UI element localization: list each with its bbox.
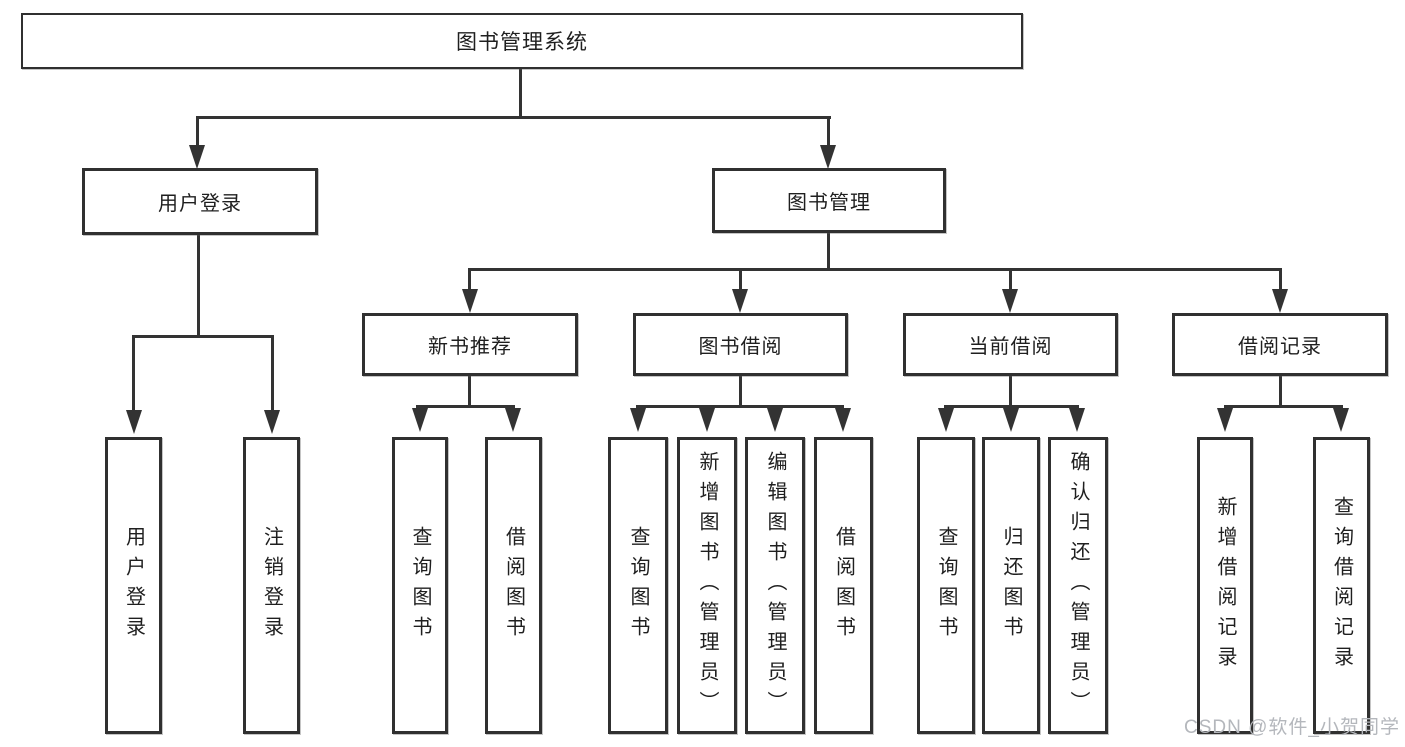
connector-line bbox=[1009, 268, 1012, 291]
node-current-borrow: 当前借阅 bbox=[903, 313, 1118, 376]
node-user-login: 用户登录 bbox=[82, 168, 318, 235]
leaf-label: 借阅图书 bbox=[502, 525, 525, 646]
arrowhead-down bbox=[412, 408, 428, 432]
leaf-add-book-admin: 新增图书（管理员） bbox=[677, 437, 737, 734]
connector-line bbox=[196, 116, 199, 147]
arrowhead-down bbox=[126, 410, 142, 434]
connector-line bbox=[197, 235, 200, 337]
leaf-label: 用户登录 bbox=[122, 525, 145, 646]
leaf-label: 归还图书 bbox=[1000, 525, 1022, 646]
arrowhead-down bbox=[189, 145, 205, 169]
arrowhead-down bbox=[1272, 289, 1288, 313]
leaf-query-books: 查询图书 bbox=[917, 437, 975, 734]
connector-line bbox=[271, 335, 274, 411]
leaf-label: 查询图书 bbox=[935, 525, 957, 646]
arrowhead-down bbox=[767, 408, 783, 432]
node-book-borrow: 图书借阅 bbox=[633, 313, 848, 376]
leaf-label: 新增图书（管理员） bbox=[696, 450, 718, 721]
leaf-return-books: 归还图书 bbox=[982, 437, 1040, 734]
connector-line bbox=[468, 268, 471, 291]
csdn-watermark: CSDN @软件_小贺同学 bbox=[1184, 717, 1400, 738]
leaf-label: 查询图书 bbox=[627, 525, 649, 646]
connector-line bbox=[827, 116, 830, 147]
node-new-book-recommend: 新书推荐 bbox=[362, 313, 578, 376]
arrowhead-down bbox=[1002, 289, 1018, 313]
leaf-logout: 注销登录 bbox=[243, 437, 300, 734]
arrowhead-down bbox=[1333, 408, 1349, 432]
arrowhead-down bbox=[1217, 408, 1233, 432]
connector-line bbox=[739, 268, 742, 291]
leaf-label: 新增借阅记录 bbox=[1214, 495, 1236, 676]
connector-line bbox=[519, 69, 522, 118]
connector-line bbox=[132, 335, 135, 411]
connector-line bbox=[468, 268, 1282, 271]
connector-line bbox=[1279, 268, 1282, 291]
connector-line bbox=[944, 405, 1079, 408]
arrowhead-down bbox=[820, 145, 836, 169]
arrowhead-down bbox=[1069, 408, 1085, 432]
connector-line bbox=[636, 405, 844, 408]
leaf-label: 确认归还（管理员） bbox=[1067, 450, 1089, 721]
arrowhead-down bbox=[462, 289, 478, 313]
arrowhead-down bbox=[1003, 408, 1019, 432]
leaf-borrow-books: 借阅图书 bbox=[485, 437, 542, 734]
leaf-user-login: 用户登录 bbox=[105, 437, 162, 734]
node-root-system: 图书管理系统 bbox=[21, 13, 1023, 69]
leaf-label: 查询借阅记录 bbox=[1330, 495, 1353, 676]
leaf-query-borrow-record: 查询借阅记录 bbox=[1313, 437, 1370, 734]
node-book-management: 图书管理 bbox=[712, 168, 946, 233]
arrowhead-down bbox=[505, 408, 521, 432]
connector-line bbox=[1224, 405, 1343, 408]
connector-line bbox=[196, 116, 831, 119]
arrowhead-down bbox=[835, 408, 851, 432]
arrowhead-down bbox=[732, 289, 748, 313]
leaf-confirm-return-admin: 确认归还（管理员） bbox=[1048, 437, 1108, 734]
leaf-label: 查询图书 bbox=[409, 525, 431, 646]
arrowhead-down bbox=[264, 410, 280, 434]
leaf-label: 注销登录 bbox=[260, 525, 283, 646]
connector-line bbox=[827, 233, 830, 271]
leaf-borrow-books: 借阅图书 bbox=[814, 437, 873, 734]
leaf-query-books: 查询图书 bbox=[608, 437, 668, 734]
connector-line bbox=[1279, 376, 1282, 408]
arrowhead-down bbox=[938, 408, 954, 432]
connector-line bbox=[1009, 376, 1012, 408]
leaf-add-borrow-record: 新增借阅记录 bbox=[1197, 437, 1253, 734]
node-borrow-records: 借阅记录 bbox=[1172, 313, 1388, 376]
leaf-edit-book-admin: 编辑图书（管理员） bbox=[745, 437, 805, 734]
leaf-label: 编辑图书（管理员） bbox=[764, 450, 786, 721]
connector-line bbox=[468, 376, 471, 408]
connector-line bbox=[416, 405, 515, 408]
arrowhead-down bbox=[699, 408, 715, 432]
leaf-query-books: 查询图书 bbox=[392, 437, 448, 734]
connector-line bbox=[739, 376, 742, 408]
arrowhead-down bbox=[630, 408, 646, 432]
connector-line bbox=[132, 335, 274, 338]
leaf-label: 借阅图书 bbox=[832, 525, 855, 646]
